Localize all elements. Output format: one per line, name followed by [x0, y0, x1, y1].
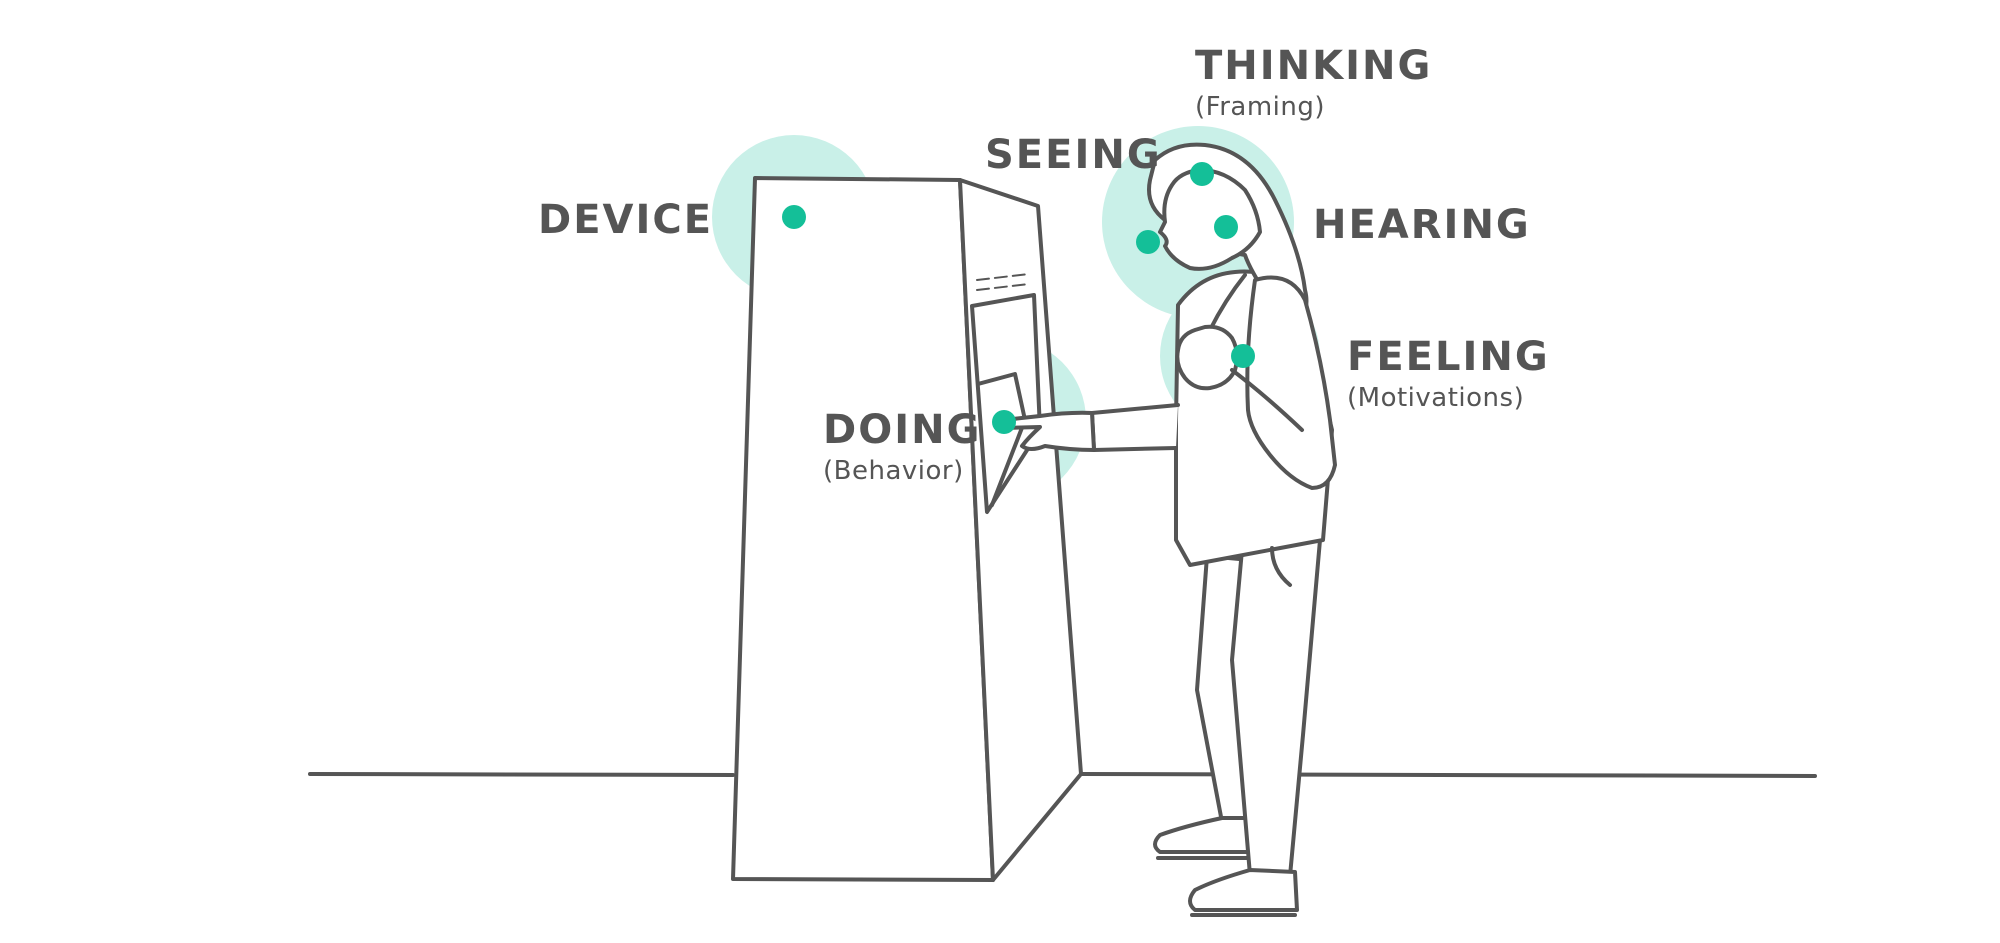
chest-hand	[1175, 324, 1239, 391]
front-leg	[1230, 538, 1322, 878]
hearing-label-title: HEARING	[1313, 202, 1531, 248]
device-dot	[782, 205, 806, 229]
line-art	[308, 176, 1817, 882]
face	[1158, 168, 1262, 271]
dot-layer	[782, 162, 1255, 434]
device-label: DEVICE	[538, 200, 713, 240]
extended-arm	[1090, 403, 1180, 452]
thinking-label: THINKING (Framing)	[1195, 46, 1432, 120]
back-shoe	[1153, 816, 1252, 854]
doing-label-title: DOING	[823, 407, 982, 453]
hearing-label: HEARING	[1313, 205, 1531, 245]
thinking-dot	[1190, 162, 1214, 186]
seeing-label-title: SEEING	[985, 132, 1162, 178]
feeling-label-subtitle: (Motivations)	[1347, 383, 1525, 413]
kiosk-slot-1	[976, 273, 1030, 281]
seeing-dot	[1136, 230, 1160, 254]
hand	[999, 410, 1096, 452]
ground-line-right	[1079, 772, 1817, 778]
kiosk-side-face	[958, 178, 1083, 882]
hearing-dot	[1214, 215, 1238, 239]
doing-label: DOING (Behavior)	[823, 410, 981, 484]
kiosk-screen-inner	[976, 372, 1027, 507]
feeling-label-title: FEELING	[1347, 334, 1550, 380]
feeling-label: FEELING (Motivations)	[1347, 337, 1550, 411]
backpack	[1245, 275, 1337, 490]
device-label-title: DEVICE	[538, 197, 714, 243]
backpack-strap	[1208, 273, 1247, 332]
thinking-label-subtitle: (Framing)	[1195, 92, 1326, 122]
kiosk-front-face	[731, 176, 995, 882]
feeling-dot	[1231, 344, 1255, 368]
doing-label-subtitle: (Behavior)	[823, 456, 964, 486]
seeing-label: SEEING	[985, 135, 1162, 175]
doing-dot	[992, 410, 1016, 434]
kiosk-slot-2	[976, 283, 1030, 291]
thinking-label-title: THINKING	[1195, 43, 1433, 89]
ground-line-left	[308, 772, 735, 777]
front-shoe	[1188, 868, 1299, 912]
person-figure	[999, 142, 1337, 917]
chest-arm	[1230, 368, 1304, 432]
shirt-fold	[1270, 546, 1292, 587]
